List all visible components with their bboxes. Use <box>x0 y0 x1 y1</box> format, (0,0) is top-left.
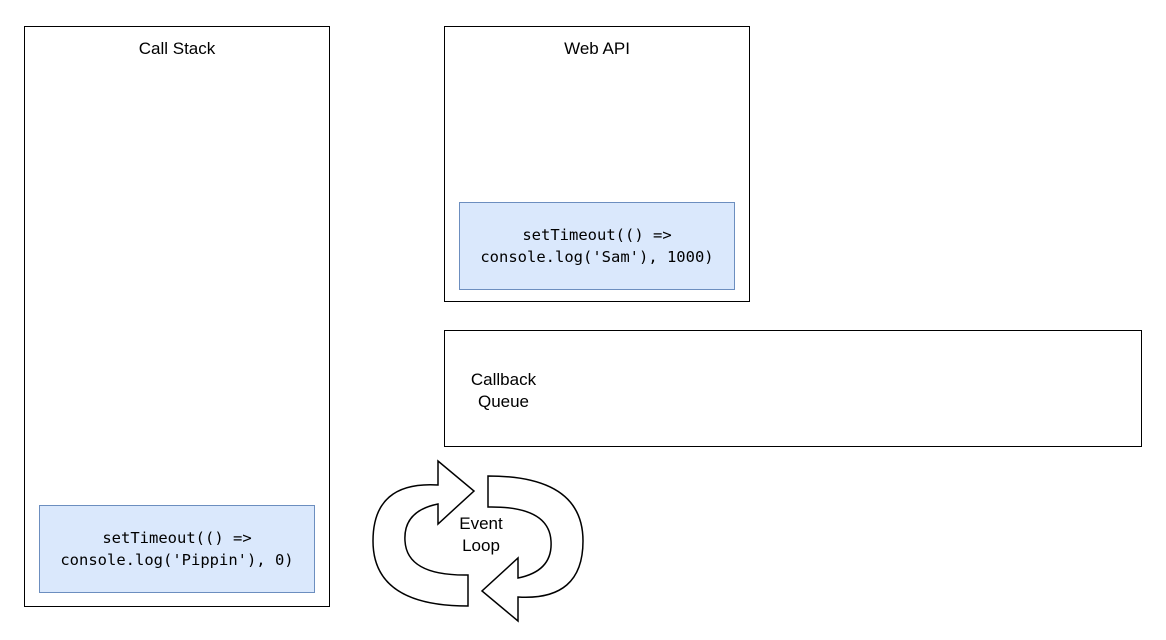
web-api-timer: setTimeout(() => console.log('Sam'), 100… <box>459 202 735 290</box>
web-api-panel: Web API setTimeout(() => console.log('Sa… <box>444 26 750 302</box>
callback-queue-label-line-2: Queue <box>477 392 530 411</box>
call-stack-frame-line-1: setTimeout(() => <box>102 529 252 547</box>
event-loop-arrow-top <box>372 459 476 607</box>
call-stack-frame: setTimeout(() => console.log('Pippin'), … <box>39 505 315 593</box>
event-loop: Event Loop <box>368 456 588 626</box>
callback-queue-label: Callback Queue <box>461 369 546 413</box>
event-loop-arrows-icon <box>372 459 584 623</box>
event-loop-arrow-bottom <box>480 475 584 623</box>
call-stack-title: Call Stack <box>138 39 216 58</box>
callback-queue-panel: Callback Queue <box>444 330 1142 447</box>
event-loop-label-line-1: Event <box>459 514 503 533</box>
web-api-timer-line-2: console.log('Sam'), 1000) <box>480 248 714 266</box>
call-stack-frame-line-2: console.log('Pippin'), 0) <box>60 551 294 569</box>
event-loop-label-line-2: Loop <box>462 536 500 555</box>
web-api-title: Web API <box>564 39 630 58</box>
web-api-timer-line-1: setTimeout(() => <box>522 226 672 244</box>
call-stack-panel: Call Stack setTimeout(() => console.log(… <box>24 26 330 607</box>
event-loop-label: Event Loop <box>440 513 522 557</box>
callback-queue-label-line-1: Callback <box>470 370 537 389</box>
